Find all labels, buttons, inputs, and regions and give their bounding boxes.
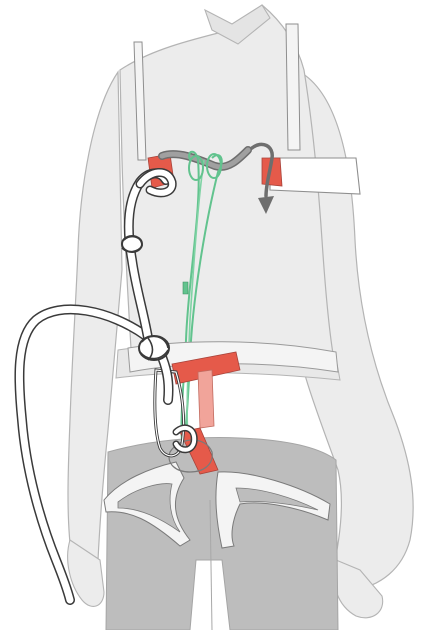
rope-knot-lower: [139, 336, 169, 360]
sling-bar-tack: [183, 282, 188, 294]
belay-loop-red-vertical: [198, 370, 214, 428]
chest-band-right: [270, 158, 360, 194]
rope-knot-upper: [122, 236, 142, 252]
right-shoulder-strap: [286, 24, 300, 150]
